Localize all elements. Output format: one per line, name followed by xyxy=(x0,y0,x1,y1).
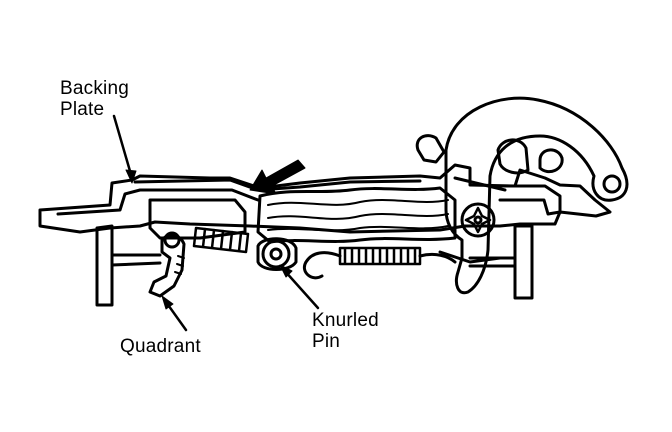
adjuster-wave-3 xyxy=(267,225,449,232)
upper-clip-left xyxy=(415,134,446,164)
adjuster-wave-1 xyxy=(267,199,449,206)
knurled-pin-leader-arrow xyxy=(279,264,293,278)
knurled-pin-label-line2: Pin xyxy=(312,331,341,352)
quadrant-leader-arrow xyxy=(161,295,174,310)
lever-pivot-center xyxy=(473,215,483,225)
knurled-pin-label-line1: Knurled xyxy=(312,310,379,331)
quadrant-label: Quadrant xyxy=(120,336,201,357)
backing-plate-leader-arrow xyxy=(125,169,137,184)
lower-link xyxy=(303,250,502,280)
plate-top-rib xyxy=(133,178,422,192)
backing-plate-label-line2: Plate xyxy=(60,99,105,120)
upper-clip-right xyxy=(496,138,530,175)
knurled-pin xyxy=(261,239,291,269)
small-spring xyxy=(192,226,250,254)
backing-plate-label: Backing Plate xyxy=(60,78,129,120)
lower-spring xyxy=(338,246,422,266)
adjuster-wave-2 xyxy=(267,213,449,220)
lower-spring-hook xyxy=(304,251,457,264)
knurled-pin-label: Knurled Pin xyxy=(312,310,379,352)
knurled-pin-mount xyxy=(256,237,298,271)
bold-arrow xyxy=(249,159,306,195)
knurled-pin-core xyxy=(269,247,283,261)
lever-pivot-bolt xyxy=(460,202,496,238)
backing-plate-label-line1: Backing xyxy=(60,78,129,99)
left-leg xyxy=(95,224,114,307)
lever-pivot-star xyxy=(464,206,492,234)
quadrant-pivot xyxy=(163,231,181,249)
adjuster-housing xyxy=(256,186,457,244)
backing-plate-leader xyxy=(112,114,134,180)
lever-end-hole xyxy=(602,174,622,194)
upper-clip-ring xyxy=(538,148,564,174)
quadrant-teeth xyxy=(174,255,185,275)
right-bracket xyxy=(498,184,562,216)
knurled-pin-leader xyxy=(282,268,320,310)
left-leg-strut xyxy=(110,253,162,267)
right-leg xyxy=(513,224,534,300)
backing-plate-outline xyxy=(38,163,612,234)
parking-brake-lever xyxy=(444,96,629,295)
backing-plate-inner-edge xyxy=(56,176,507,216)
